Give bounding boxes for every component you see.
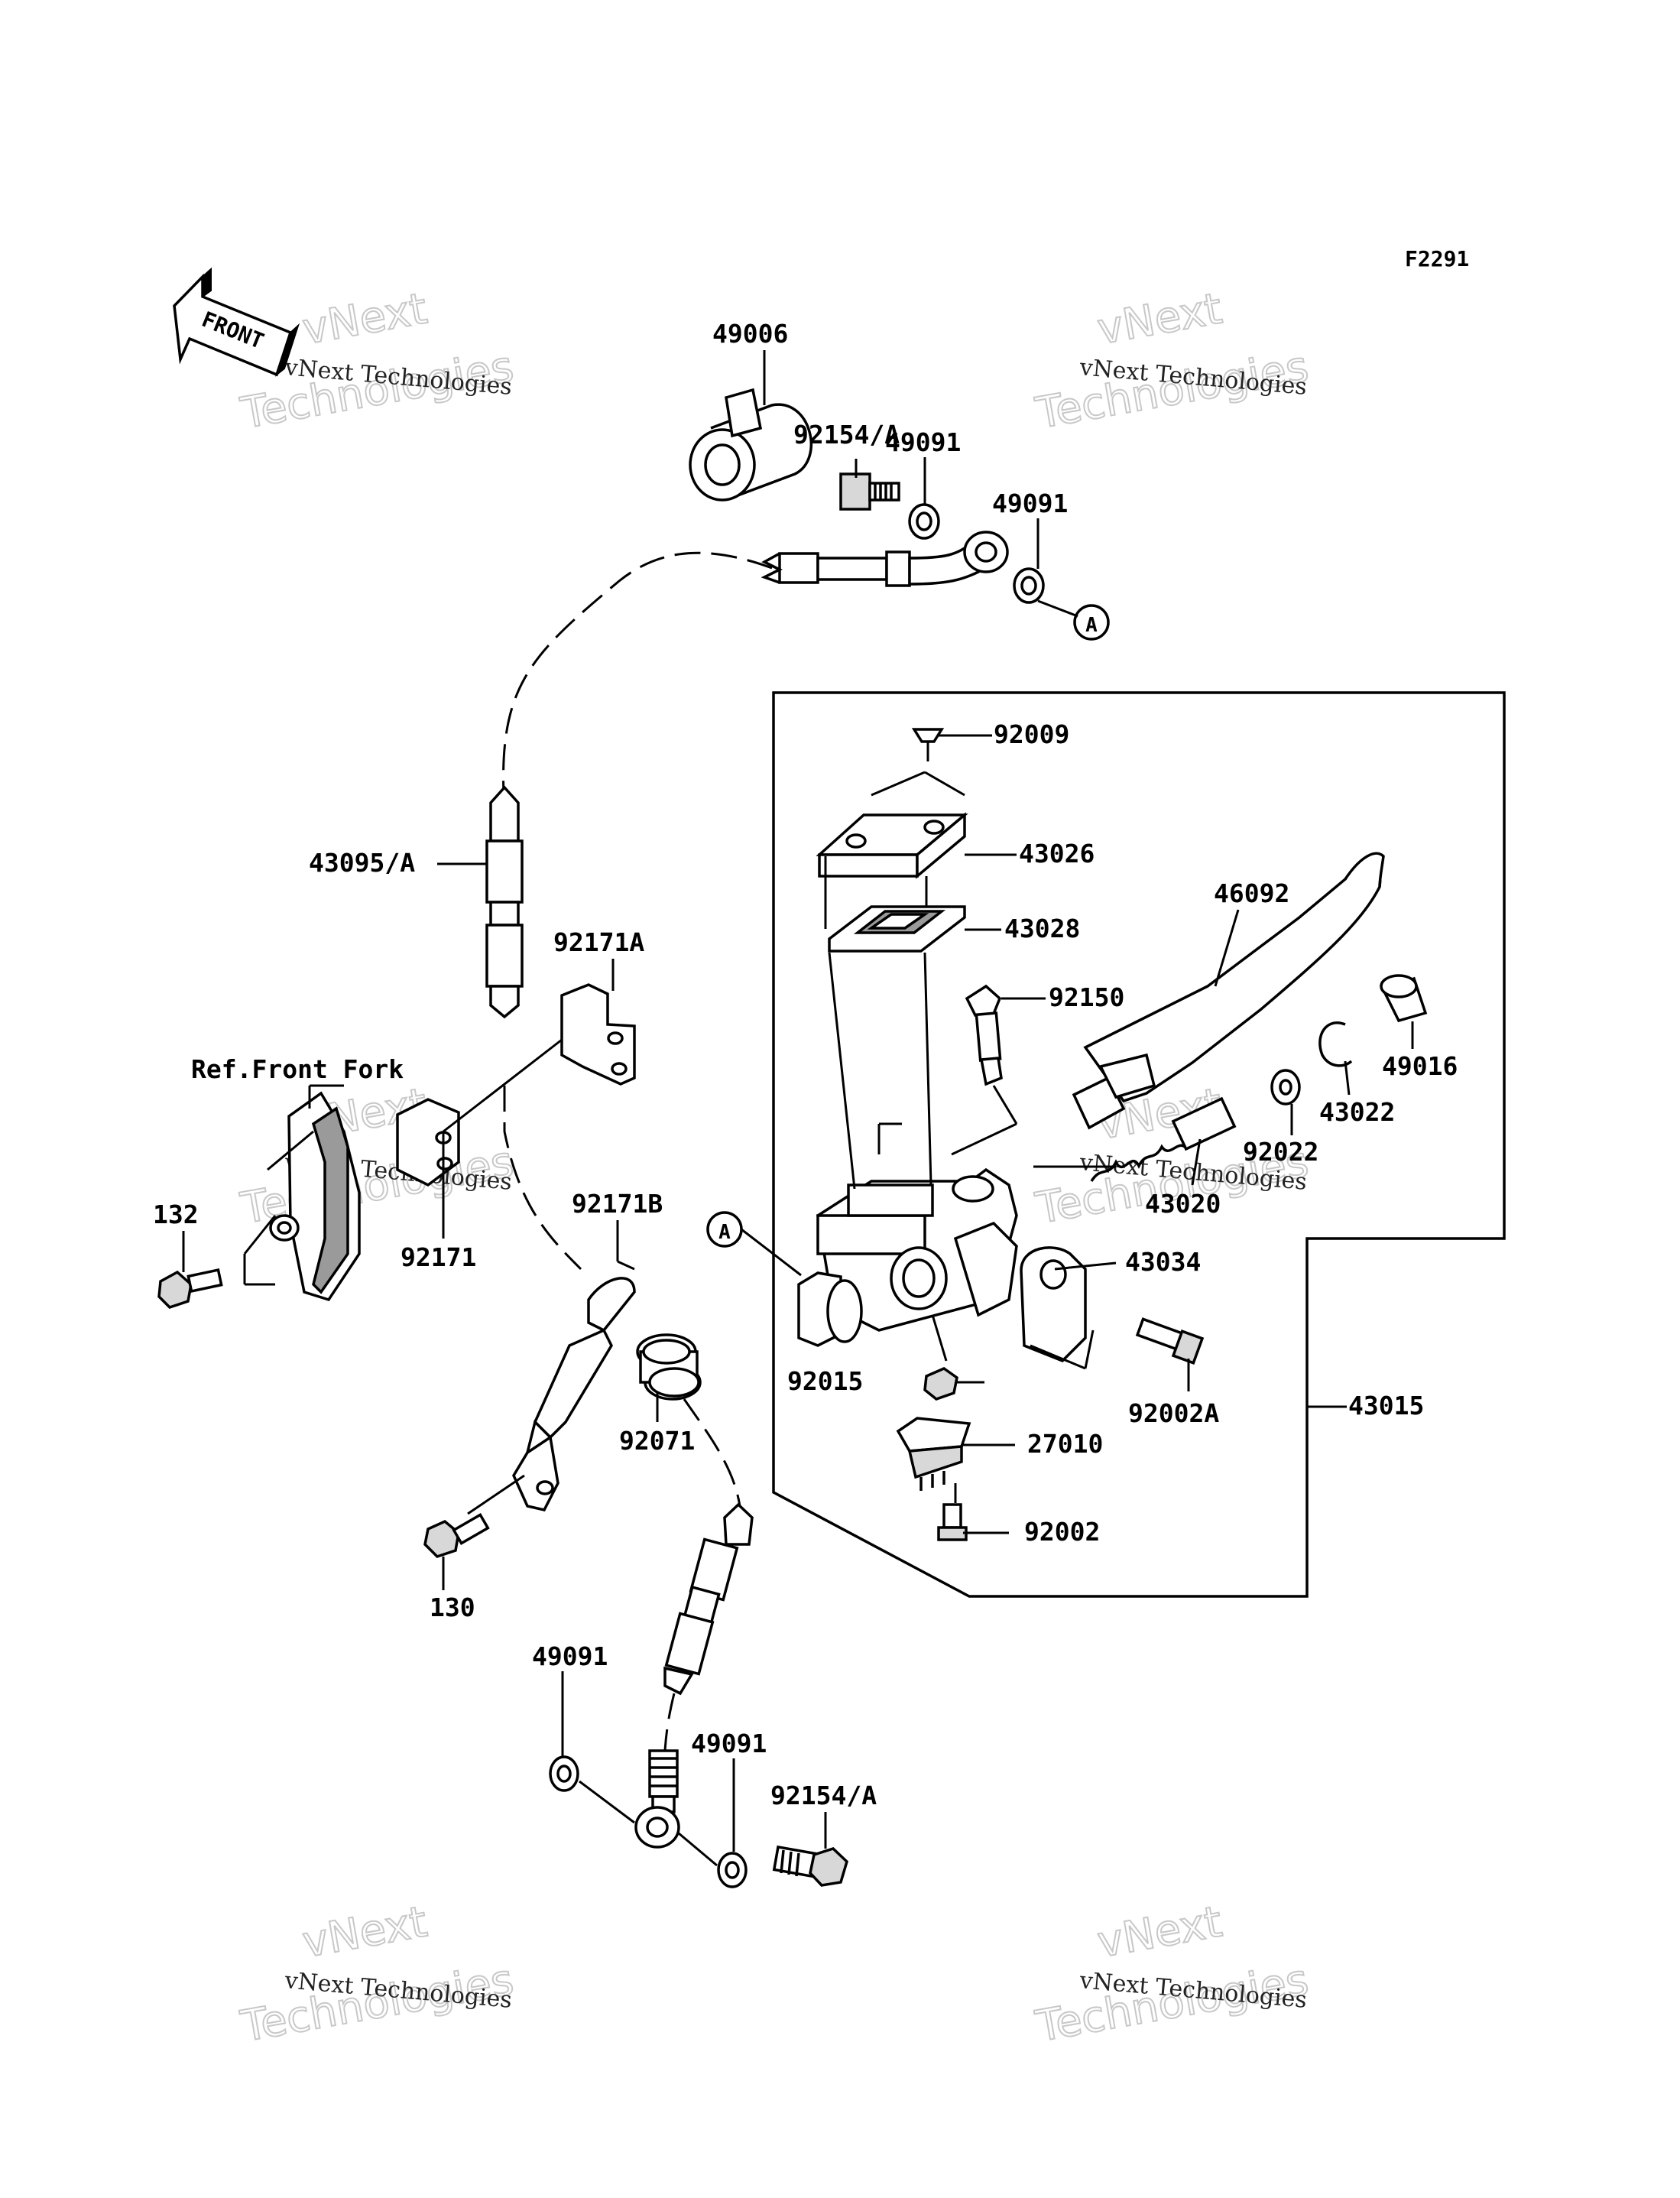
part-92002a-bolt [1135, 1317, 1205, 1365]
watermark-bottom-right: vNext Technologies vNext Technologies [1031, 1896, 1313, 2053]
label-43028: 43028 [1004, 914, 1080, 943]
label-130: 130 [430, 1592, 475, 1622]
label-49006: 49006 [712, 319, 788, 349]
part-43020-piston [1090, 1096, 1237, 1182]
label-92015: 92015 [787, 1366, 863, 1396]
brake-hose-lower [503, 1086, 754, 1849]
part-49016-boot [1380, 974, 1428, 1023]
label-132: 132 [153, 1200, 199, 1229]
part-92171a-bracket [560, 983, 636, 1086]
leader-lines [182, 350, 1414, 1867]
part-27010-switch [896, 1417, 971, 1491]
label-92009: 92009 [994, 719, 1069, 749]
part-92171b-clip [512, 1277, 636, 1512]
label-49016: 49016 [1382, 1051, 1458, 1081]
label-92002a: 92002A [1128, 1398, 1219, 1428]
label-ref-front-fork: Ref.Front Fork [191, 1054, 404, 1084]
part-92009-screw [911, 728, 945, 761]
label-92071: 92071 [619, 1426, 695, 1456]
label-49091-d: 49091 [691, 1729, 767, 1758]
label-92171: 92171 [401, 1242, 476, 1272]
part-43028-diaphragm [828, 905, 966, 953]
brake-hose-upper [485, 531, 1009, 1019]
figure-code: F2291 [1405, 246, 1469, 271]
part-132-bolt [157, 1268, 223, 1310]
label-92154a-bottom: 92154/A [770, 1781, 877, 1810]
part-43034-clamp [1020, 1246, 1087, 1363]
label-92150: 92150 [1049, 982, 1124, 1012]
master-cylinder-assembly-box [772, 691, 1506, 1598]
reference-marker-a-top: A [1073, 604, 1110, 641]
part-92154a-bolt-bottom [772, 1845, 848, 1887]
master-cylinder-body [797, 1167, 1018, 1347]
part-92154a-bolt-top [839, 472, 900, 511]
part-49006-cap [689, 388, 813, 502]
label-43015: 43015 [1348, 1391, 1424, 1420]
svg-text:A: A [1085, 614, 1098, 637]
label-49091-b: 49091 [992, 489, 1068, 518]
svg-text:vNext: vNext [1094, 1897, 1225, 1967]
label-92171b: 92171B [572, 1189, 663, 1219]
svg-text:vNext: vNext [299, 284, 430, 354]
part-43022-circlip [1318, 1021, 1353, 1067]
part-92015-nut [923, 1367, 958, 1401]
svg-text:A: A [718, 1221, 731, 1244]
label-43095a: 43095/A [309, 848, 415, 878]
label-43022: 43022 [1319, 1097, 1395, 1127]
watermark-top-right: vNext Technologies vNext Technologies [1031, 283, 1313, 440]
label-43034: 43034 [1125, 1247, 1201, 1277]
svg-text:vNext: vNext [299, 1897, 430, 1967]
label-27010: 27010 [1027, 1429, 1103, 1459]
label-92022: 92022 [1243, 1137, 1318, 1167]
label-49091-a: 49091 [885, 427, 961, 457]
part-92002-screw [937, 1503, 968, 1541]
svg-text:vNext: vNext [1094, 284, 1225, 354]
watermark-mid-left: vNext Technologies vNext Technologies [236, 1078, 518, 1235]
part-130-bolt [423, 1512, 490, 1559]
part-92150-bolt [965, 984, 1003, 1086]
label-92154a-top: 92154/A [793, 420, 900, 450]
reference-marker-a-mid: A [706, 1211, 743, 1248]
label-92002: 92002 [1024, 1517, 1100, 1547]
part-92071-grommet [636, 1333, 702, 1401]
part-46092-lever [1072, 852, 1385, 1130]
label-43026: 43026 [1019, 839, 1095, 868]
front-fork-bracket [269, 1091, 361, 1302]
part-43026-reservoir-cap [816, 812, 968, 879]
label-43020: 43020 [1145, 1189, 1221, 1219]
label-49091-c: 49091 [532, 1641, 608, 1671]
front-arrow-icon: FRONT [173, 267, 300, 377]
part-labels: 49006 92154/A 49091 49091 92009 43026 43… [153, 319, 1458, 1810]
watermark-bottom-left: vNext Technologies vNext Technologies [236, 1896, 518, 2053]
label-46092: 46092 [1214, 878, 1289, 908]
label-92171a: 92171A [553, 927, 644, 957]
